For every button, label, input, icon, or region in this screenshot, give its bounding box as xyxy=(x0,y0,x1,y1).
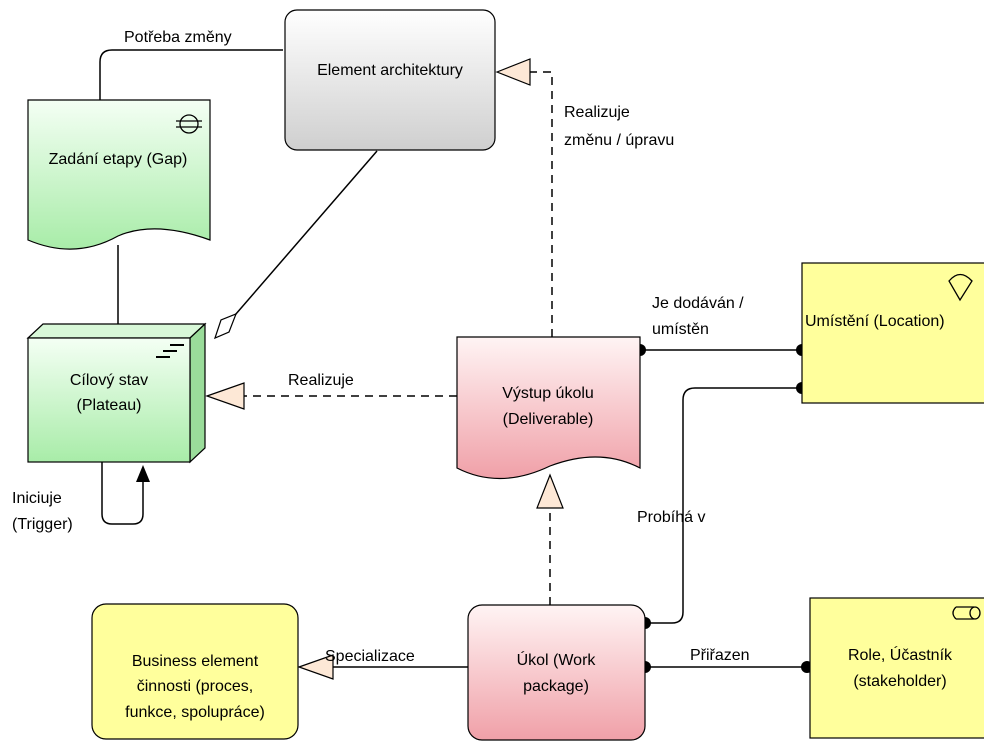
node-plateau[interactable]: Cílový stav (Plateau) xyxy=(26,322,207,464)
aggregation-diamond xyxy=(214,312,238,340)
label-realizes: Realizuje xyxy=(288,372,354,389)
realization-arrowhead-deliverable xyxy=(536,473,564,509)
edge-trigger-loop xyxy=(101,462,144,525)
label-specialization: Specializace xyxy=(325,648,415,665)
label-realizes-change-line2: změnu / úpravu xyxy=(564,132,674,149)
location-label: Umístění (Location) xyxy=(805,313,945,330)
deliverable-label-line2: (Deliverable) xyxy=(503,411,594,428)
business-element-label-line3: funkce, spolupráce) xyxy=(125,704,265,721)
label-triggers-line2: (Trigger) xyxy=(12,516,73,533)
node-business-element[interactable]: Business element činnosti (proces, funkc… xyxy=(91,603,299,740)
architecture-element-label: Element architektury xyxy=(317,62,463,79)
role-icon xyxy=(952,606,981,620)
work-package-label-line2: package) xyxy=(523,678,589,695)
label-takes-place-in: Probíhá v xyxy=(637,509,705,526)
specialization-arrowhead xyxy=(297,654,334,680)
gap-icon xyxy=(176,114,202,134)
node-role[interactable]: Role, Účastník (stakeholder) xyxy=(809,597,984,739)
edge-need-for-change xyxy=(99,49,283,100)
deliverable-label-line1: Výstup úkolu xyxy=(502,385,594,402)
node-architecture-element[interactable]: Element architektury xyxy=(284,9,496,151)
role-label-line2: (stakeholder) xyxy=(853,673,946,690)
role-label-line1: Role, Účastník xyxy=(848,645,953,664)
gap-label: Zadání etapy (Gap) xyxy=(49,151,188,168)
location-icon xyxy=(948,273,973,302)
node-work-package[interactable]: Úkol (Work package) xyxy=(467,604,646,741)
realization-arrowhead-architecture xyxy=(495,58,531,86)
label-need-for-change: Potřeba změny xyxy=(124,29,232,46)
node-gap[interactable]: Zadání etapy (Gap) xyxy=(27,99,211,250)
business-element-label-line1: Business element xyxy=(132,653,259,670)
node-deliverable[interactable]: Výstup úkolu (Deliverable) xyxy=(456,336,641,480)
edge-realizes-change xyxy=(530,71,553,337)
plateau-label-line1: Cílový stav xyxy=(70,372,148,389)
label-assigned: Přiřazen xyxy=(690,647,750,664)
trigger-arrowhead xyxy=(136,465,150,482)
business-element-label-line2: činnosti (proces, xyxy=(137,678,254,695)
label-realizes-change-line1: Realizuje xyxy=(564,104,630,121)
edge-architecture-plateau xyxy=(228,150,378,323)
work-package-label-line1: Úkol (Work xyxy=(517,650,597,669)
label-triggers-line1: Iniciuje xyxy=(12,490,62,507)
node-location[interactable]: Umístění (Location) xyxy=(801,262,984,404)
edge-takes-place-in xyxy=(645,387,802,624)
plateau-label-line2: (Plateau) xyxy=(77,397,142,414)
plateau-icon xyxy=(156,344,184,358)
label-delivered-placed-line1: Je dodáván / xyxy=(652,295,744,312)
label-delivered-placed-line2: umístěn xyxy=(652,321,709,338)
realization-arrowhead-plateau xyxy=(205,382,245,410)
